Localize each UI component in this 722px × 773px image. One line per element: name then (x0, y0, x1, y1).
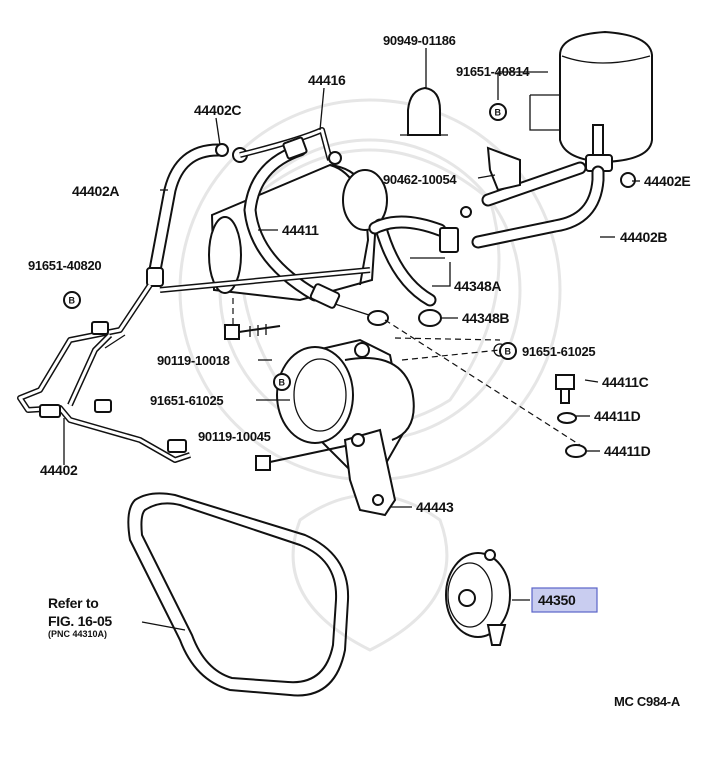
label-44348b: 44348B (462, 310, 509, 326)
label-90462-10054: 90462-10054 (383, 172, 457, 187)
refer-line-1: Refer to (48, 595, 99, 611)
b-marker-4: B (273, 373, 291, 391)
bolt-90119-10045 (255, 445, 346, 471)
reference-lines (232, 298, 581, 446)
label-44402a: 44402A (72, 183, 119, 199)
b-marker-1: B (489, 103, 507, 121)
figure-code: MC C984-A (614, 694, 681, 709)
label-90949-01186: 90949-01186 (383, 33, 456, 48)
refer-note: Refer to FIG. 16-05 (PNC 44310A) (48, 595, 113, 639)
bracket-90462 (486, 146, 521, 192)
bolt-90119-10018 (224, 324, 281, 340)
svg-text:B: B (279, 378, 286, 388)
hose-44402b (471, 161, 605, 249)
label-44411: 44411 (282, 222, 319, 238)
label-44411d-upper: 44411D (594, 408, 641, 424)
label-44402e: 44402E (644, 173, 690, 189)
b-marker-3: B (499, 342, 517, 360)
svg-text:B: B (495, 108, 502, 118)
label-44402b: 44402B (620, 229, 667, 245)
label-44350[interactable]: 44350 (538, 592, 576, 608)
label-91651-61025-left: 91651-61025 (150, 393, 223, 408)
label-91651-40814: 91651-40814 (456, 64, 530, 79)
label-44411d-lower: 44411D (604, 443, 651, 459)
label-44402: 44402 (40, 462, 78, 478)
label-90119-10045: 90119-10045 (198, 429, 271, 444)
idler-pulley-44350 (445, 549, 511, 646)
pressure-tube-44402 (17, 267, 371, 463)
clamp-90949 (400, 86, 448, 136)
label-44443: 44443 (416, 499, 454, 515)
label-90119-10018: 90119-10018 (157, 353, 230, 368)
label-44411c: 44411C (602, 374, 649, 390)
leader-lines (63, 48, 640, 631)
hose-44411 (243, 143, 389, 326)
b-marker-2: B (63, 291, 81, 309)
drive-belt (127, 492, 350, 697)
label-44348a: 44348A (454, 278, 501, 294)
refer-line-2: FIG. 16-05 (48, 613, 112, 629)
svg-text:B: B (69, 296, 76, 306)
bolt-44411c (555, 374, 587, 458)
refer-line-3: (PNC 44310A) (48, 629, 107, 639)
reservoir-tank (529, 30, 653, 188)
highlighted-part-44350[interactable]: 44350 (531, 587, 598, 613)
label-91651-40820: 91651-40820 (28, 258, 101, 273)
label-91651-61025-right: 91651-61025 (522, 344, 595, 359)
svg-text:B: B (505, 347, 512, 357)
label-44402c: 44402C (194, 102, 241, 118)
hose-44348a (368, 215, 447, 307)
label-44416: 44416 (308, 72, 346, 88)
pipe-44416 (239, 127, 342, 165)
clamp-44348 (410, 206, 472, 327)
